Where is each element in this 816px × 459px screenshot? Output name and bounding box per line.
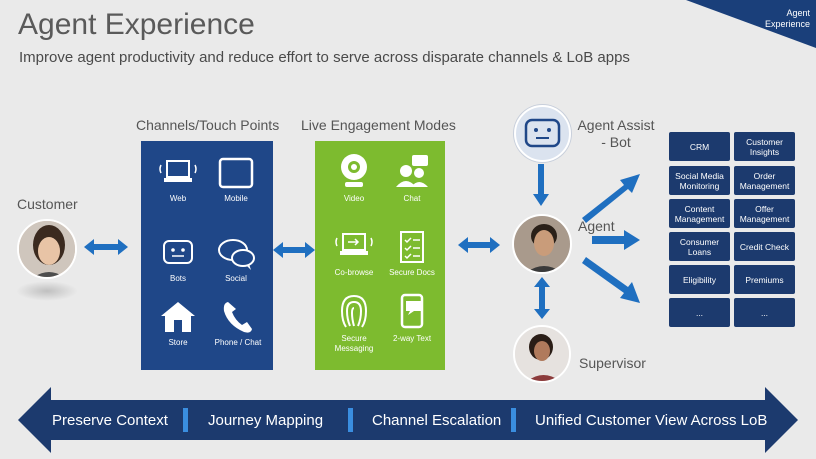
app-credit-check: Credit Check xyxy=(734,232,795,261)
channel-social: Social xyxy=(205,237,267,284)
bot-agent-arrow xyxy=(533,164,549,206)
mode-two-way-text-label: 2-way Text xyxy=(392,334,432,343)
supervisor-label: Supervisor xyxy=(579,355,646,371)
chat-people-icon xyxy=(396,155,428,187)
channel-web-label: Web xyxy=(169,194,187,203)
channel-bots-label: Bots xyxy=(169,274,186,283)
corner-label-line2: Experience xyxy=(764,19,810,29)
mode-video: Video xyxy=(323,151,385,204)
checklist-icon xyxy=(400,231,424,263)
app-order-management: Order Management xyxy=(734,166,795,195)
webcam-icon xyxy=(341,154,367,187)
mode-chat-label: Chat xyxy=(403,194,421,203)
app-crm: CRM xyxy=(669,132,730,161)
mode-cobrowse: Co-browse xyxy=(323,229,385,278)
bot-face-icon xyxy=(524,118,561,148)
bot-icon xyxy=(163,240,193,264)
mode-chat: Chat xyxy=(381,151,443,204)
engagement-title: Live Engagement Modes xyxy=(301,117,456,133)
app-eligibility: Eligibility xyxy=(669,265,730,294)
bar-separator-2 xyxy=(348,408,353,432)
tablet-icon xyxy=(218,157,254,189)
channel-store: Store xyxy=(147,299,209,348)
mode-two-way-text: 2-way Text xyxy=(381,291,443,344)
fingerprint-icon xyxy=(340,295,368,328)
channels-panel: Web Mobile Bots Social Store xyxy=(141,141,273,370)
app-consumer-loans: Consumer Loans xyxy=(669,232,730,261)
mode-cobrowse-label: Co-browse xyxy=(334,268,374,277)
mode-video-label: Video xyxy=(343,194,365,203)
bar-preserve-context: Preserve Context xyxy=(52,412,168,429)
bar-separator-1 xyxy=(183,408,188,432)
engagement-panel: Video Chat Co-browse Secure Docs xyxy=(315,141,445,370)
engagement-agent-arrow xyxy=(458,237,500,253)
app-more-1: ... xyxy=(669,298,730,327)
channel-web: Web xyxy=(147,157,209,204)
channel-social-label: Social xyxy=(225,274,247,283)
customer-label: Customer xyxy=(17,196,78,212)
cobrowse-laptop-icon xyxy=(335,233,373,255)
agent-assist-label: Agent Assist - Bot xyxy=(573,117,659,151)
agent-assist-label-line2: - Bot xyxy=(601,134,631,150)
bottom-capabilities-bar xyxy=(18,387,798,453)
agent-apps-arrows xyxy=(582,174,640,303)
agent-assist-label-line1: Agent Assist xyxy=(577,117,655,133)
customer-shadow xyxy=(16,281,78,301)
app-content-management: Content Management xyxy=(669,199,730,228)
mode-secure-docs-label: Secure Docs xyxy=(389,268,435,277)
channels-title: Channels/Touch Points xyxy=(136,117,280,133)
mode-secure-messaging-label: Secure Messaging xyxy=(334,334,374,353)
supervisor-avatar xyxy=(513,325,571,383)
home-icon xyxy=(161,302,195,332)
app-offer-management: Offer Management xyxy=(734,199,795,228)
channel-phone-label: Phone / Chat xyxy=(214,338,262,347)
mode-secure-messaging: Secure Messaging xyxy=(323,291,385,354)
page-subtitle: Improve agent productivity and reduce ef… xyxy=(19,49,630,66)
mode-secure-docs: Secure Docs xyxy=(381,229,443,278)
channel-mobile: Mobile xyxy=(205,157,267,204)
speech-bubbles-icon xyxy=(218,239,255,270)
agent-supervisor-arrow xyxy=(534,277,550,319)
bar-channel-escalation: Channel Escalation xyxy=(372,412,502,429)
channel-bots: Bots xyxy=(147,237,209,284)
channel-phone: Phone / Chat xyxy=(207,299,269,348)
laptop-icon xyxy=(159,160,197,182)
agent-assist-bot xyxy=(514,105,571,162)
corner-label: Agent Experience xyxy=(765,8,810,30)
agent-avatar xyxy=(512,214,572,274)
page-title: Agent Experience xyxy=(18,8,255,41)
bar-journey-mapping: Journey Mapping xyxy=(208,412,324,429)
app-social-media-monitoring: Social Media Monitoring xyxy=(669,166,730,195)
bar-unified-customer-view: Unified Customer View Across LoB xyxy=(535,412,768,429)
channel-mobile-label: Mobile xyxy=(224,194,248,203)
app-customer-insights: Customer Insights xyxy=(734,132,795,161)
customer-avatar xyxy=(17,219,77,279)
customer-channels-arrow xyxy=(84,239,128,255)
channel-store-label: Store xyxy=(168,338,188,347)
mobile-message-icon xyxy=(400,293,424,329)
app-more-2: ... xyxy=(734,298,795,327)
channels-engagement-arrow xyxy=(273,242,315,258)
app-premiums: Premiums xyxy=(734,265,795,294)
corner-label-line1: Agent xyxy=(786,8,810,18)
phone-icon xyxy=(223,302,252,333)
bar-separator-3 xyxy=(511,408,516,432)
